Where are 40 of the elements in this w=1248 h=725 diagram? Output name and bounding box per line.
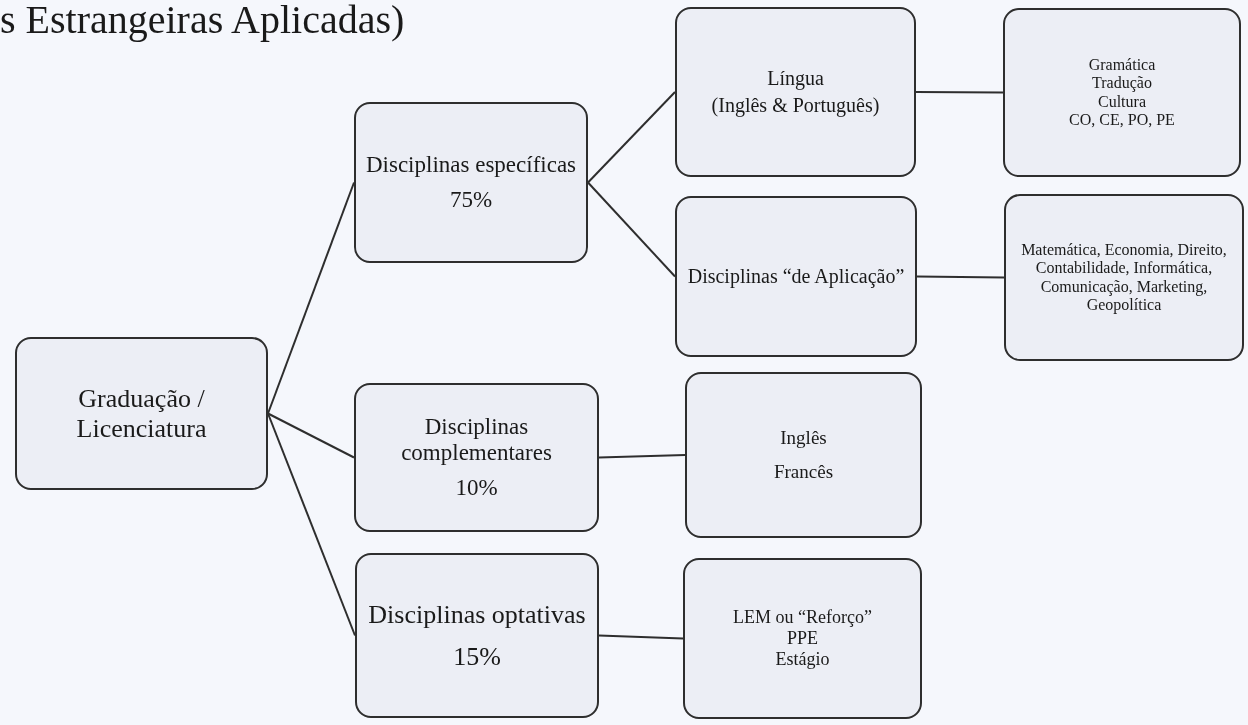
box-text: Inglês — [780, 427, 827, 449]
connector-line — [587, 91, 676, 184]
rounded-box — [1004, 194, 1244, 361]
box-text: Disciplinas específicas — [365, 152, 577, 179]
rounded-box — [354, 102, 588, 263]
rounded-box — [354, 383, 599, 532]
rounded-box — [355, 553, 599, 718]
box-text: Graduação / Licenciatura — [75, 383, 208, 444]
box-text: CO, CE, PO, PE — [1069, 110, 1175, 130]
connector-line — [267, 412, 355, 459]
box-text: Estágio — [775, 648, 830, 670]
rounded-box — [675, 196, 917, 357]
box-text: LEM ou “Reforço” — [733, 607, 872, 629]
title: s Estrangeiras Aplicadas) — [0, 0, 405, 44]
connector-line — [915, 91, 1004, 94]
connector-line — [587, 181, 676, 278]
box-text: Gramática — [1088, 55, 1156, 75]
box-text: Disciplinas complementares — [400, 413, 553, 467]
box-text: Francês — [773, 461, 834, 483]
box-text: 15% — [453, 641, 501, 672]
connector-line — [598, 634, 684, 640]
rounded-box — [675, 7, 916, 177]
rounded-box — [15, 337, 268, 490]
connector-line — [267, 412, 356, 637]
connector-line — [916, 275, 1005, 279]
rounded-box — [683, 558, 922, 719]
rounded-box — [685, 372, 922, 538]
rounded-box — [1003, 8, 1241, 177]
box-text: Disciplinas “de Aplicação” — [687, 265, 905, 288]
box-text: (Inglês & Português) — [711, 94, 880, 117]
box-text: 75% — [449, 186, 493, 213]
box-text: Tradução — [1092, 74, 1152, 93]
box-text: 10% — [455, 474, 498, 502]
box-text: PPE — [787, 628, 818, 649]
box-text: Cultura — [1098, 92, 1146, 111]
box-text: Língua — [767, 67, 824, 90]
box-text: Matemática, Economia, Direito, Contabilidade, Informática, Comunicação, Marketing, Geopolítica — [1020, 240, 1228, 315]
connector-line — [598, 454, 686, 459]
box-text: Disciplinas optativas — [368, 599, 586, 630]
connector-line — [267, 181, 355, 415]
